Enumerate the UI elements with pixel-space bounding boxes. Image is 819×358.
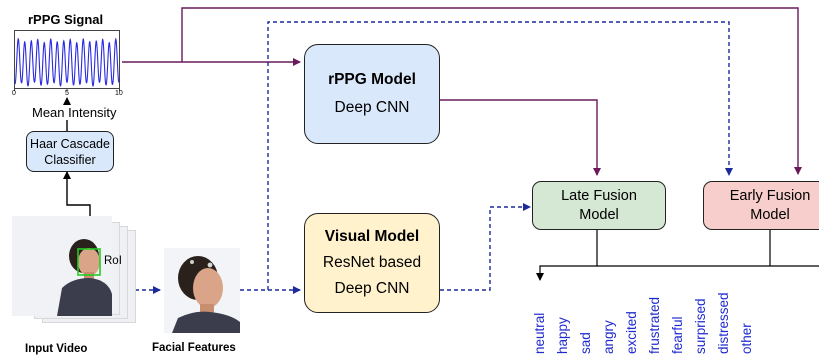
rppg-model-subtitle: Deep CNN: [334, 99, 410, 116]
emotion-bar: [536, 265, 819, 281]
rppg-model-title: rPPG Model: [328, 71, 416, 88]
visual-model-title: Visual Model: [324, 228, 420, 245]
rppg-signal-plot: [14, 30, 120, 91]
input-video-label: Input Video: [25, 343, 88, 355]
emotion-label-surprised: surprised: [693, 298, 708, 354]
emotion-label-sad: sad: [578, 332, 593, 354]
rppg-signal-title: rPPG Signal: [28, 12, 104, 27]
roi-label: RoI: [104, 255, 122, 267]
haar-cascade-box: Haar Cascade Classifier: [26, 131, 114, 172]
arrow-signal-to-early-fusion: [181, 7, 802, 175]
arrow-visual-to-late-fusion: [440, 203, 531, 291]
early-fusion-line2: Model: [750, 206, 790, 223]
facial-features-label: Facial Features: [152, 342, 236, 354]
early-fusion-box: Early Fusion Model: [703, 181, 819, 230]
visual-model-box: Visual Model ResNet based Deep CNN: [304, 213, 440, 313]
emotion-label-frustrated: frustrated: [647, 296, 662, 354]
emotion-label-angry: angry: [601, 320, 616, 354]
arrow-facial-to-early-fusion: [267, 21, 733, 290]
emotion-label-neutral: neutral: [532, 312, 547, 354]
mean-intensity-label: Mean Intensity: [31, 105, 118, 120]
late-fusion-line2: Model: [579, 206, 619, 223]
emotion-label-fearful: fearful: [670, 316, 685, 354]
video-frame-front: [12, 216, 112, 316]
early-fusion-line1: Early Fusion: [729, 187, 811, 204]
tick-label-10: 10: [115, 90, 123, 97]
emotion-label-distressed: distressed: [716, 292, 731, 354]
rppg-model-box: rPPG Model Deep CNN: [304, 44, 440, 144]
emotion-label-excited: excited: [624, 311, 639, 354]
emotion-label-other: other: [739, 323, 754, 354]
late-fusion-box: Late Fusion Model: [532, 181, 666, 230]
haar-line1: Haar Cascade: [30, 136, 110, 151]
visual-model-line2: Deep CNN: [334, 280, 410, 297]
facial-features-image: [164, 248, 240, 333]
tick-label-5: 5: [65, 90, 69, 97]
rppg-signal-line: [14, 37, 120, 87]
arrow-rppg-to-late-fusion: [440, 99, 601, 176]
tick-label-0: 0: [12, 90, 16, 97]
emotion-label-happy: happy: [555, 317, 570, 354]
visual-model-line1: ResNet based: [322, 254, 422, 271]
late-fusion-line1: Late Fusion: [561, 187, 637, 204]
haar-line2: Classifier: [44, 152, 96, 167]
